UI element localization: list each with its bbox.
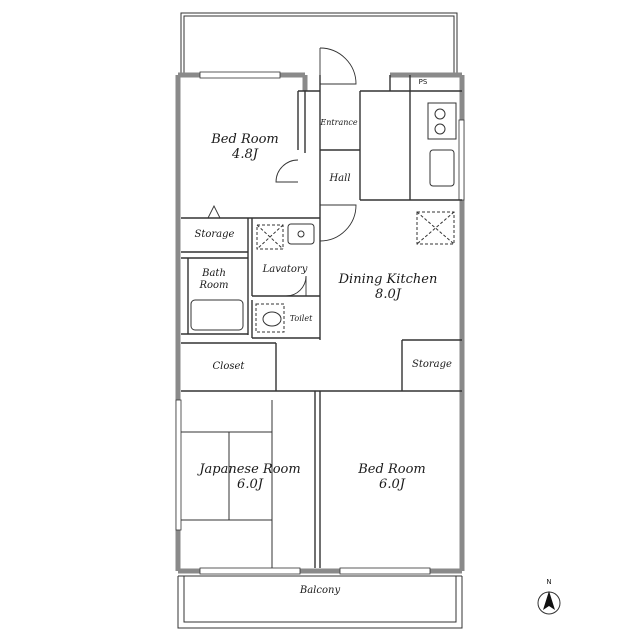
hall-door-icon — [319, 204, 357, 242]
dining-kitchen-name: Dining Kitchen — [338, 272, 438, 287]
washer-space-icon — [256, 224, 284, 250]
kitchen-sink-icon — [429, 149, 455, 187]
storage-left-label: Storage — [194, 229, 235, 240]
tatami-mats — [181, 400, 273, 568]
bedroom-door-icon — [275, 159, 299, 183]
lavatory-door-icon — [285, 275, 307, 297]
bedroom-bottom-size: 6.0J — [379, 476, 405, 492]
ps-label: PS — [418, 78, 428, 86]
toilet-label: Toilet — [289, 314, 313, 323]
bathroom-label: Bath Room — [199, 268, 229, 291]
bedroom-top-size: 4.8J — [232, 146, 258, 162]
fridge-space-icon — [416, 211, 455, 245]
wash-basin-icon — [287, 223, 315, 245]
bedroom-top-label: Bed Room 4.8J — [205, 132, 285, 163]
compass-label: N — [546, 578, 552, 586]
toilet-icon — [262, 311, 282, 327]
entrance-label: Entrance — [320, 118, 358, 127]
balcony-label: Balcony — [299, 585, 341, 596]
bedroom-bottom-label: Bed Room 6.0J — [330, 462, 454, 493]
bathtub-icon — [190, 299, 244, 331]
entrance-door-icon — [319, 47, 357, 85]
closet-label: Closet — [212, 361, 245, 372]
bedroom-top-name: Bed Room — [211, 132, 279, 147]
lavatory-label: Lavatory — [262, 264, 308, 275]
fixtures — [190, 102, 457, 333]
japanese-room-size: 6.0J — [237, 476, 263, 492]
japanese-room-label: Japanese Room 6.0J — [188, 462, 312, 493]
top-balcony-railing — [180, 12, 458, 74]
hall-label: Hall — [329, 173, 351, 184]
storage-right-label: Storage — [412, 359, 452, 370]
north-arrow-icon — [537, 591, 561, 615]
bottom-balcony-railing — [177, 575, 463, 629]
japanese-room-name: Japanese Room — [199, 462, 301, 477]
stove-icon — [427, 102, 457, 140]
bedroom-bottom-name: Bed Room — [358, 462, 426, 477]
dining-kitchen-size: 8.0J — [375, 286, 401, 302]
interior-walls — [181, 75, 462, 568]
door-swings — [207, 47, 357, 297]
dining-kitchen-label: Dining Kitchen 8.0J — [330, 272, 446, 303]
